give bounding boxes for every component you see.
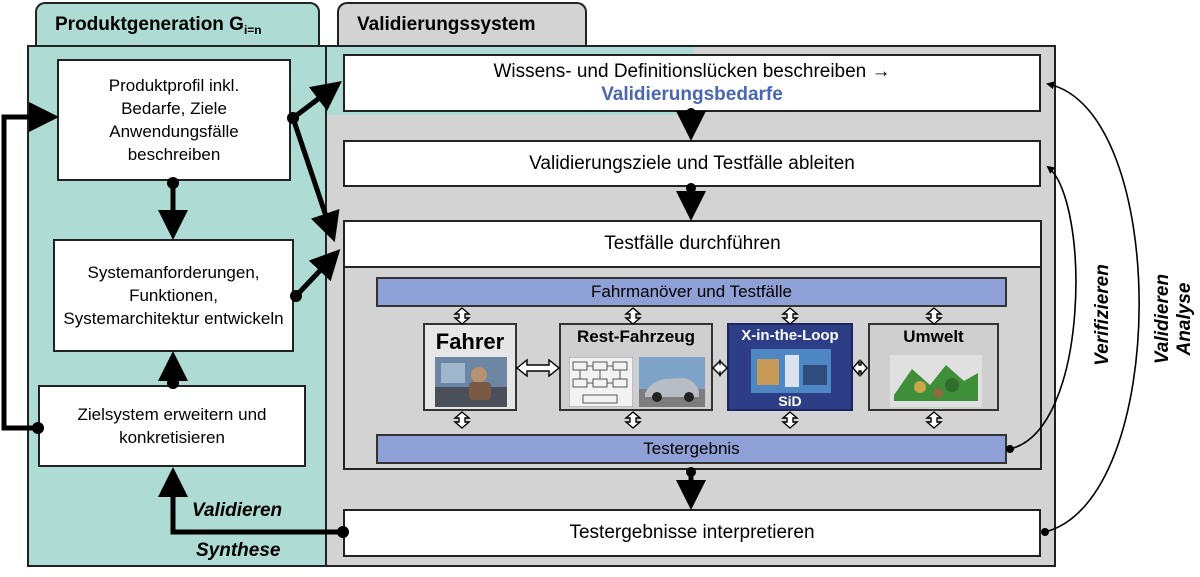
umwelt-image (890, 355, 982, 407)
produktprofil-text: Produktprofil inkl. Bedarfe, Ziele Anwen… (108, 76, 240, 164)
fahrmanoever-bar: Fahrmanöver und Testfälle (376, 277, 1007, 307)
fahrmanoever-text: Fahrmanöver und Testfälle (591, 282, 792, 301)
zielsystem-text: Zielsystem erweitern und konkretisieren (77, 405, 267, 447)
synthese-label: Synthese (196, 540, 281, 561)
testergebnisse-interpretieren-box: Testergebnisse interpretieren (343, 509, 1041, 557)
xil-title: X-in-the-Loop (741, 327, 839, 344)
tab-validierungssystem: Validierungssystem (337, 2, 587, 46)
xil-subtitle: SiD (778, 393, 802, 409)
rest-fahrzeug-title: Rest-Fahrzeug (576, 327, 696, 346)
fahrer-box: Fahrer (423, 323, 517, 411)
xil-image (751, 349, 831, 393)
xil-box: X-in-the-Loop SiD (727, 323, 853, 411)
testergebnis-text: Testergebnis (643, 439, 740, 458)
tab-produktgeneration-label: Produktgeneration G (55, 14, 244, 35)
validieren-label: Validieren (192, 500, 283, 521)
tab-validierungssystem-label: Validierungssystem (357, 14, 536, 35)
umwelt-title: Umwelt (903, 327, 964, 346)
umwelt-box: Umwelt (868, 323, 999, 411)
validierungsbedarfe-text: Validierungsbedarfe (601, 84, 783, 105)
testergebnisse-interpretieren-text: Testergebnisse interpretieren (569, 522, 815, 543)
fahrer-image (435, 357, 507, 407)
verifizieren-label: Verifizieren (1092, 264, 1113, 366)
testergebnis-bar: Testergebnis (376, 434, 1007, 464)
wissen-box: Wissens- und Definitionslücken beschreib… (343, 54, 1041, 112)
validieren-side-text: Validieren (1152, 273, 1173, 365)
systemanforderungen-text: Systemanforderungen, Funktionen, Systema… (63, 263, 284, 328)
validieren-analyse-label: Validieren Analyse (1152, 259, 1196, 379)
zielsystem-box: Zielsystem erweitern und konkretisieren (38, 385, 306, 467)
testfaelle-durchfuehren-text: Testfälle durchführen (604, 233, 781, 254)
rest-fahrzeug-box: Rest-Fahrzeug (559, 323, 713, 411)
testfaelle-durchfuehren-box: Testfälle durchführen (343, 220, 1042, 268)
rest-fahrzeug-diagram-image (569, 357, 633, 407)
systemanforderungen-box: Systemanforderungen, Funktionen, Systema… (53, 239, 294, 352)
analyse-side-text: Analyse (1174, 282, 1195, 356)
fahrer-title: Fahrer (435, 329, 505, 354)
rest-fahrzeug-car-image (639, 357, 705, 407)
tab-produktgeneration-subscript: i=n (243, 23, 262, 37)
wissen-text: Wissens- und Definitionslücken beschreib… (493, 61, 891, 82)
validierungsziele-text: Validierungsziele und Testfälle ableiten (529, 152, 855, 174)
